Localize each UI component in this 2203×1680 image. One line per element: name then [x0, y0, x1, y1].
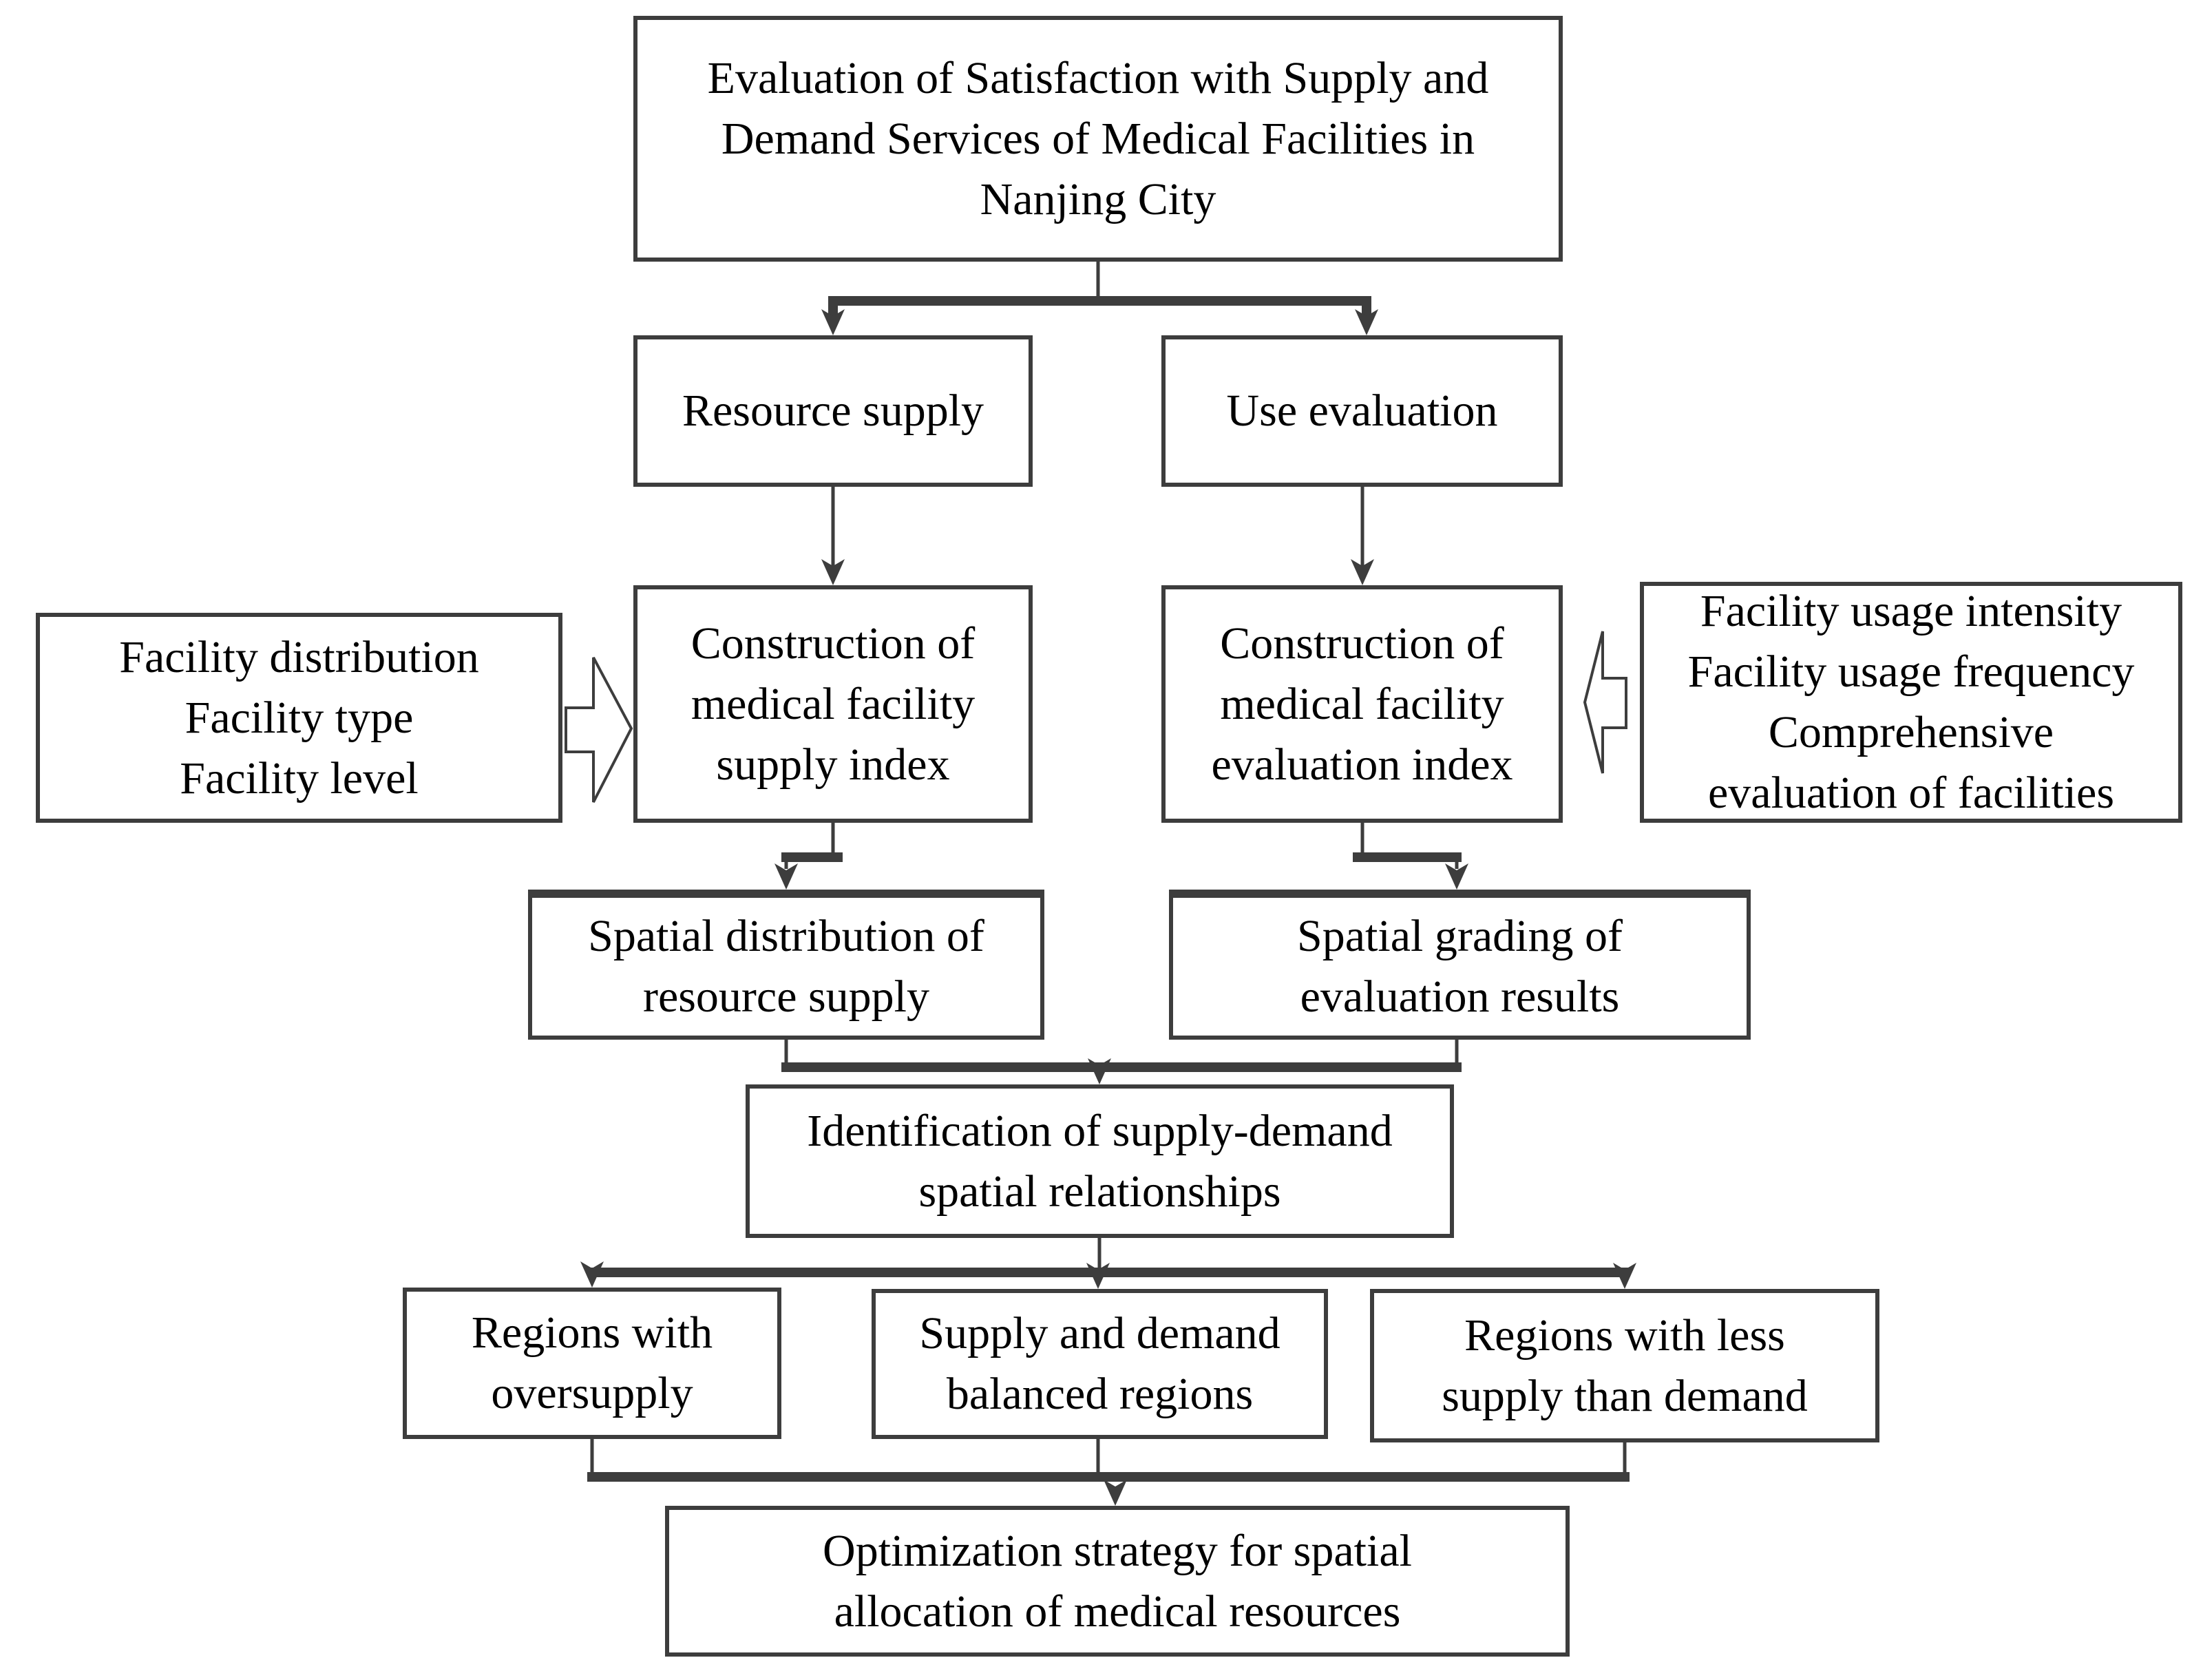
arrowhead-down-icon: [1355, 309, 1378, 335]
connector-title-split: [821, 260, 1378, 335]
box-facility-inputs-right: Facility usage intensity Facility usage …: [1640, 582, 2182, 823]
arrowhead-down-icon: [1445, 863, 1468, 890]
box-optimization: Optimization strategy for spatial alloca…: [665, 1506, 1570, 1657]
box-spatial-grading: Spatial grading of evaluation results: [1169, 890, 1751, 1040]
box-facility-inputs-left: Facility distribution Facility type Faci…: [36, 613, 562, 823]
connector-resource-to-supply-index: [821, 487, 845, 585]
block-arrow-right-icon: [565, 657, 633, 803]
box-title: Evaluation of Satisfaction with Supply a…: [633, 16, 1563, 262]
box-identification-label: Identification of supply-demand spatial …: [807, 1105, 1393, 1217]
connector-evaluation-to-evaluation-index: [1351, 487, 1374, 585]
box-spatial-distribution: Spatial distribution of resource supply: [528, 890, 1044, 1040]
connector-merge-to-identification: [781, 1040, 1462, 1084]
connector-evaluation-index-to-spatial-grading: [1353, 823, 1468, 890]
arrowhead-down-icon: [774, 863, 798, 890]
connector-identification-split: [580, 1238, 1636, 1289]
box-balanced-label: Supply and demand balanced regions: [919, 1308, 1280, 1419]
box-evaluation-index-label: Construction of medical facility evaluat…: [1211, 618, 1513, 790]
box-resource-supply-label: Resource supply: [682, 386, 984, 436]
arrowhead-down-icon: [821, 559, 845, 585]
arrowhead-down-icon: [1613, 1263, 1636, 1289]
box-optimization-label: Optimization strategy for spatial alloca…: [823, 1525, 1412, 1637]
arrowhead-down-icon: [1088, 1058, 1111, 1084]
box-less-supply-label: Regions with less supply than demand: [1442, 1310, 1808, 1421]
box-identification: Identification of supply-demand spatial …: [746, 1084, 1454, 1238]
box-balanced: Supply and demand balanced regions: [872, 1289, 1328, 1439]
arrowhead-down-icon: [1104, 1480, 1127, 1506]
box-facility-inputs-left-label: Facility distribution Facility type Faci…: [119, 631, 479, 804]
box-use-evaluation-label: Use evaluation: [1226, 386, 1498, 436]
box-oversupply-label: Regions with oversupply: [471, 1308, 713, 1418]
connector-merge-to-optimization: [587, 1439, 1630, 1506]
box-supply-index: Construction of medical facility supply …: [633, 585, 1033, 823]
box-supply-index-label: Construction of medical facility supply …: [691, 618, 976, 790]
box-oversupply: Regions with oversupply: [403, 1288, 781, 1439]
block-arrow-left-icon: [1583, 631, 1627, 774]
box-title-label: Evaluation of Satisfaction with Supply a…: [707, 52, 1489, 224]
box-spatial-distribution-label: Spatial distribution of resource supply: [588, 911, 984, 1022]
arrowhead-down-icon: [821, 309, 845, 335]
connector-supply-index-to-spatial-distribution: [774, 823, 843, 890]
box-use-evaluation: Use evaluation: [1161, 335, 1563, 487]
arrowhead-down-icon: [580, 1261, 604, 1288]
arrowhead-down-icon: [1351, 559, 1374, 585]
box-facility-inputs-right-label: Facility usage intensity Facility usage …: [1687, 586, 2135, 818]
arrowhead-down-icon: [1086, 1263, 1110, 1289]
box-resource-supply: Resource supply: [633, 335, 1033, 487]
box-evaluation-index: Construction of medical facility evaluat…: [1161, 585, 1563, 823]
box-spatial-grading-label: Spatial grading of evaluation results: [1297, 911, 1623, 1022]
box-less-supply: Regions with less supply than demand: [1370, 1289, 1879, 1442]
